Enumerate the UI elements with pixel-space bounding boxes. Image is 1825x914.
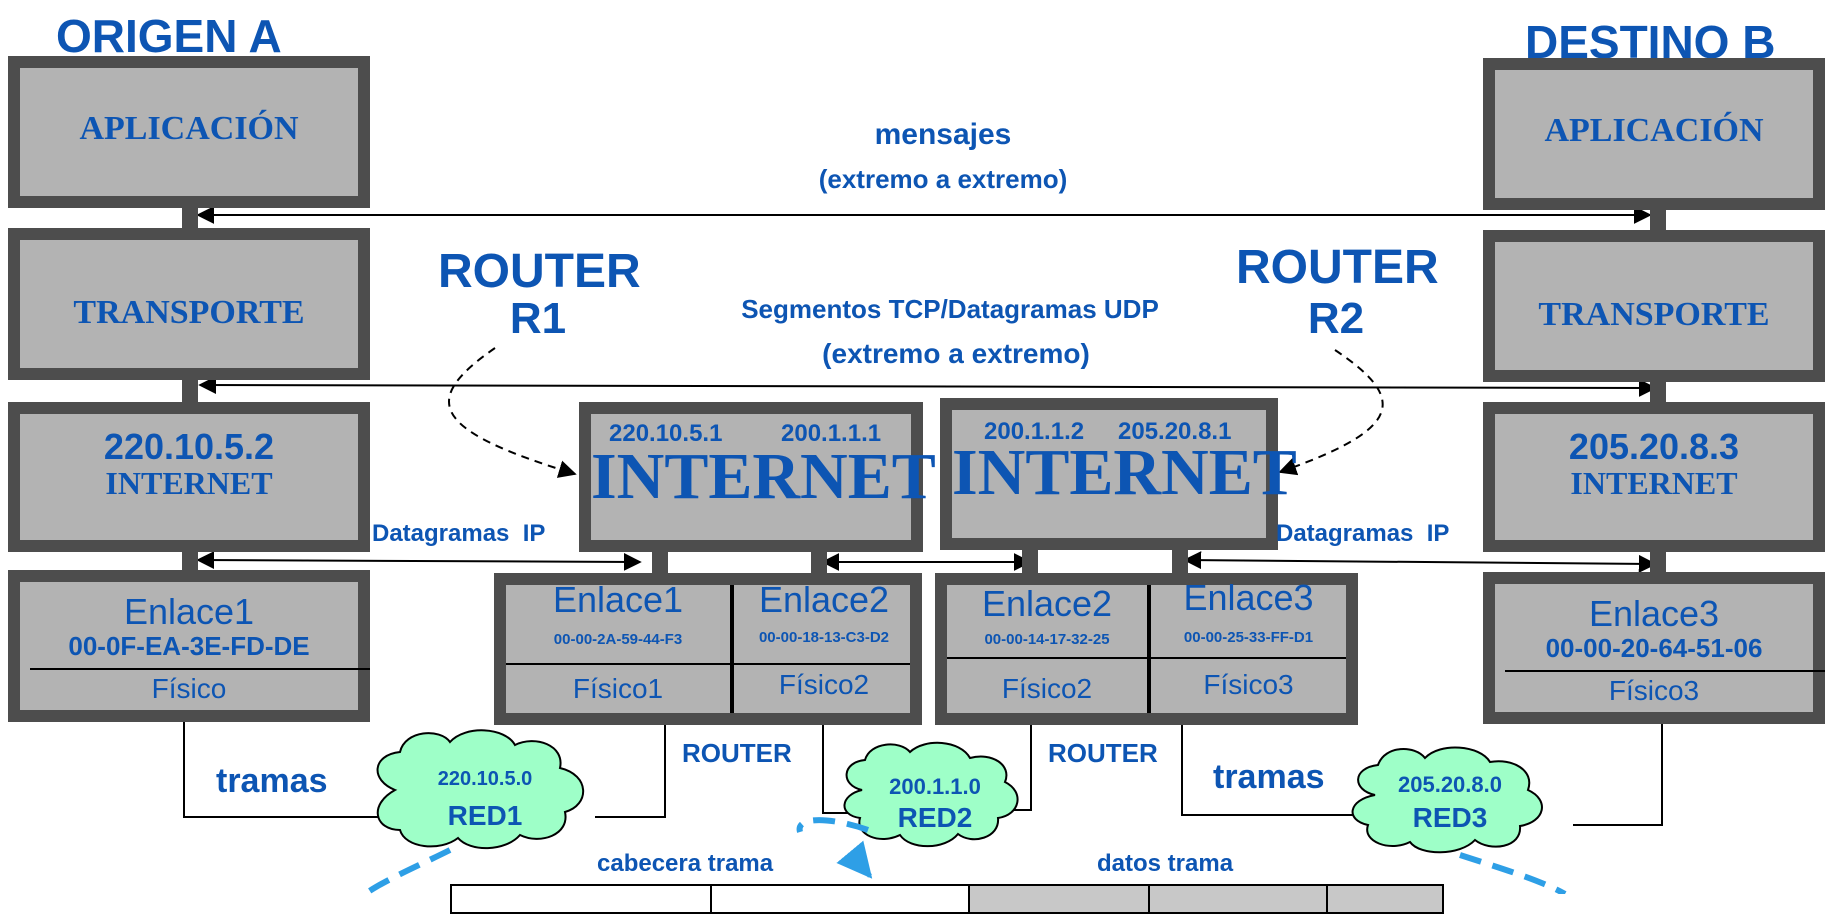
origin-application-box: APLICACIÓN — [8, 56, 370, 208]
router-r1-ip-right: 200.1.1.1 — [781, 420, 882, 447]
router-r1-label-line1: ROUTER — [438, 245, 641, 298]
origin-link-box: Enlace1 00-0F-EA-3E-FD-DE Físico — [8, 570, 370, 722]
cloud-red2 — [843, 741, 1019, 848]
router-r2-bottom-label: ROUTER — [1048, 738, 1158, 768]
diagram-connectors — [183, 206, 1663, 894]
cloud-red1 — [376, 729, 585, 850]
router-r1-mac-left: 00-00-2A-59-44-F3 — [553, 631, 683, 648]
tramas-left-label: tramas — [216, 762, 328, 800]
origin-internet-box: 220.10.5.2 INTERNET — [8, 402, 370, 552]
red3-name: RED3 — [1412, 802, 1488, 833]
cabecera-trama-label: cabecera trama — [597, 850, 774, 877]
router-r2-internet-label: INTERNET — [952, 436, 1297, 509]
destination-application-label: APLICACIÓN — [1544, 112, 1764, 149]
router-r1-link-right: Enlace2 — [758, 579, 890, 620]
frame-data-cell-2 — [1148, 884, 1328, 914]
tramas-right-label: tramas — [1213, 758, 1325, 796]
destination-phys-label: Físico3 — [1608, 675, 1700, 706]
router-r2-mac-right: 00-00-25-33-FF-D1 — [1183, 629, 1314, 646]
cloud-red3 — [1351, 746, 1543, 854]
destination-application-box: APLICACIÓN — [1483, 58, 1825, 210]
destination-transport-label: TRANSPORTE — [1538, 296, 1770, 333]
red3-ip: 205.20.8.0 — [1398, 772, 1502, 797]
router-r2-mac-left: 00-00-14-17-32-25 — [984, 631, 1110, 648]
destination-internet-box: 205.20.8.3 INTERNET — [1483, 402, 1825, 552]
router-r1-mac-right: 00-00-18-13-C3-D2 — [758, 629, 890, 646]
router-r2-internet-box: 200.1.1.2 205.20.8.1 INTERNET — [940, 398, 1297, 550]
router-r2-ip-left: 200.1.1.2 — [984, 418, 1085, 445]
datagramas-right-label: Datagramas IP — [1276, 520, 1450, 547]
red1-ip: 220.10.5.0 — [437, 768, 533, 790]
destination-transport-box: TRANSPORTE — [1483, 230, 1825, 382]
router-r1-phys-left: Físico1 — [572, 673, 664, 704]
router-r1-link-box: Enlace1 00-00-2A-59-44-F3 Físico1 Enlace… — [494, 573, 922, 725]
red2-ip: 200.1.1.0 — [889, 774, 981, 799]
arrow-segmentos — [198, 376, 1657, 397]
frame-data-cell-3 — [1326, 884, 1444, 914]
router-r2-phys-right: Físico3 — [1203, 669, 1294, 700]
origin-mac: 00-0F-EA-3E-FD-DE — [68, 631, 310, 661]
origin-internet-label: INTERNET — [105, 465, 273, 501]
destination-ip: 205.20.8.3 — [1568, 426, 1740, 467]
router-r1-internet-box: 220.10.5.1 200.1.1.1 INTERNET — [579, 402, 936, 552]
destination-internet-label: INTERNET — [1570, 465, 1738, 501]
origin-phys-label: Físico — [151, 673, 227, 704]
arrow-datagramas-left — [196, 551, 642, 571]
router-r2-link-left: Enlace2 — [981, 583, 1113, 624]
router-r2-label-line1: ROUTER — [1236, 241, 1439, 294]
origin-transport-label: TRANSPORTE — [73, 294, 305, 331]
router-r1-bottom-label: ROUTER — [682, 738, 792, 768]
router-r1-link-left: Enlace1 — [552, 579, 684, 620]
datos-trama-label: datos trama — [1097, 850, 1234, 877]
segmentos-extremo-label: (extremo a extremo) — [822, 338, 1090, 369]
router-r2-pointer — [1278, 349, 1384, 476]
origin-link-label: Enlace1 — [123, 591, 255, 632]
frame-data-cell-1 — [968, 884, 1150, 914]
segmentos-label: Segmentos TCP/Datagramas UDP — [741, 294, 1159, 324]
datagramas-left-label: Datagramas IP — [372, 520, 546, 547]
router-r1-pointer — [448, 347, 577, 478]
router-r1-label-line2: R1 — [509, 294, 567, 343]
router-r1-internet-label: INTERNET — [591, 440, 936, 513]
router-r1-ip-left: 220.10.5.1 — [609, 420, 723, 447]
router-r2-phys-left: Físico2 — [1001, 673, 1093, 704]
red2-name: RED2 — [897, 802, 973, 833]
router-r2-label-line2: R2 — [1307, 294, 1365, 343]
origin-ip: 220.10.5.2 — [103, 426, 275, 467]
origin-transport-box: TRANSPORTE — [8, 228, 370, 380]
destination-mac: 00-00-20-64-51-06 — [1545, 633, 1763, 663]
router-r2-link-right: Enlace3 — [1183, 577, 1314, 618]
frame-header-cell-1 — [450, 884, 712, 914]
destination-link-label: Enlace3 — [1588, 593, 1720, 634]
frame-header-cell-2 — [710, 884, 970, 914]
mensajes-label: mensajes — [874, 118, 1012, 151]
mensajes-extremo-label: (extremo a extremo) — [818, 164, 1068, 194]
arrow-datagramas-right — [1183, 551, 1657, 573]
red1-name: RED1 — [447, 800, 523, 831]
router-r2-ip-right: 205.20.8.1 — [1118, 418, 1232, 445]
destination-link-box: Enlace3 00-00-20-64-51-06 Físico3 — [1483, 572, 1825, 724]
origin-application-label: APLICACIÓN — [79, 110, 299, 147]
origin-title: ORIGEN A — [56, 10, 282, 62]
router-r1-phys-right: Físico2 — [778, 669, 870, 700]
router-r2-link-box: Enlace2 00-00-14-17-32-25 Físico2 Enlace… — [935, 573, 1358, 725]
